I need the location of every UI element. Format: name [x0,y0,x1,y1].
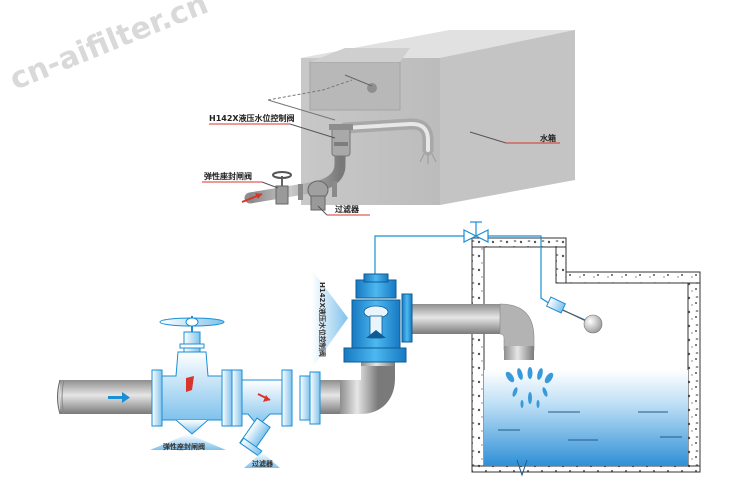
label-filter-bottom: 过滤器 [252,459,274,468]
bottom-2d-diagram: 弹性座封闸阀 过滤器 H142X液压水位控制阀 [57,221,701,477]
pipe-flange [299,371,321,425]
water-tank-2d [471,237,701,477]
needle-valve [463,221,489,243]
gate-valve-2d [151,316,233,435]
filter-3d [298,180,337,211]
svg-text:cn-aifilter.cn: cn-aifilter.cn [5,0,213,97]
label-control-valve-top: H142X液压水位控制阀 [209,113,295,123]
label-filter-top: 过滤器 [335,204,360,214]
label-gate-valve-bottom: 弹性座封闸阀 [163,442,205,451]
control-valve-2d [343,273,413,363]
gate-valve-3d [272,171,292,205]
control-valve-3d [329,124,353,157]
label-gate-valve-top: 弹性座封闸阀 [204,171,252,181]
water-tank-3d [301,30,575,205]
y-strainer-2d [231,369,293,457]
pilot-float [545,296,603,334]
flow-arrow [108,392,130,403]
label-tank-top: 水箱 [539,133,556,143]
label-control-valve-bottom: H142X液压水位控制阀 [318,282,327,357]
top-3d-diagram: H142X液压水位控制阀 水箱 弹性座封闸阀 过滤器 [202,30,575,216]
